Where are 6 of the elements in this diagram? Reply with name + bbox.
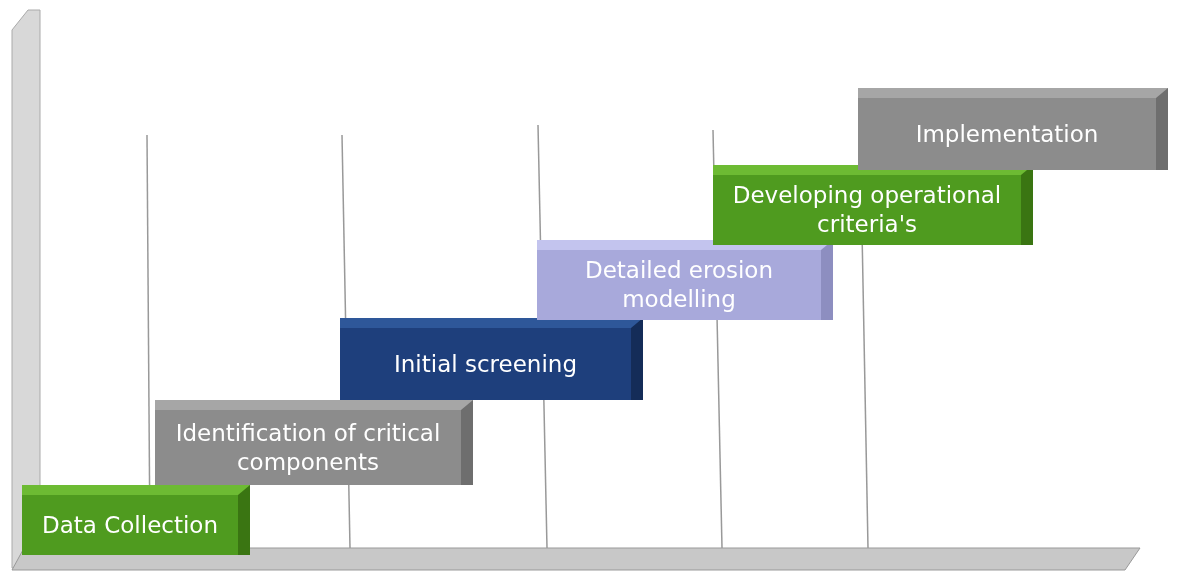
step-box: Identification of critical components: [155, 400, 473, 485]
step-box: Data Collection: [22, 485, 250, 555]
step-box: Initial screening: [340, 318, 643, 400]
step-box: Detailed erosion modelling: [537, 240, 833, 320]
step-box: Developing operational criteria's: [713, 165, 1033, 245]
step-box: Implementation: [858, 88, 1168, 170]
